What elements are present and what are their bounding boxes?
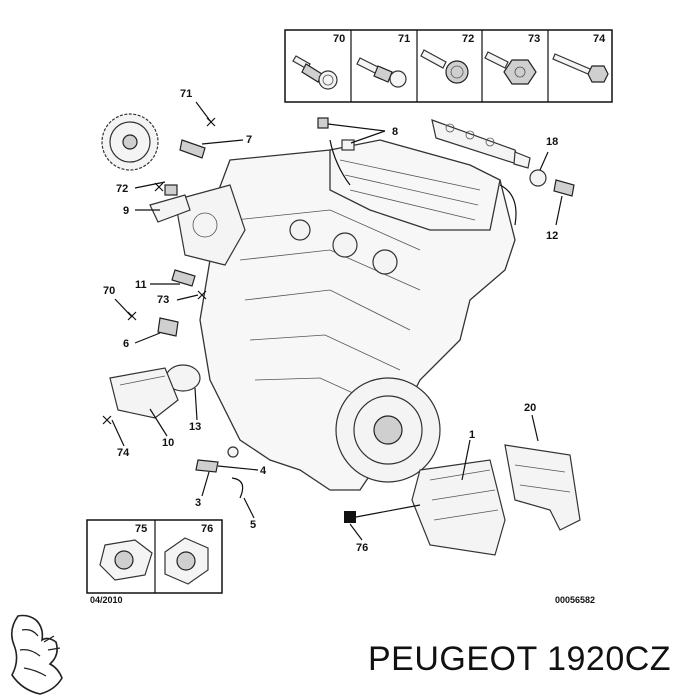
callout-5: 5: [250, 519, 256, 531]
nut-76: [164, 537, 209, 585]
fastener-legend-box: 70 71 72 73 74: [284, 29, 613, 103]
sensor-3-4: [195, 446, 244, 499]
callout-10: 10: [162, 437, 174, 449]
callout-1: 1: [469, 429, 475, 441]
o-ring-18: [529, 169, 547, 187]
diagram-code: 00056582: [555, 595, 595, 605]
sensor-6: [157, 317, 179, 337]
callout-6: 6: [123, 338, 129, 350]
callout-13: 13: [189, 421, 201, 433]
callout-76: 76: [356, 542, 368, 554]
callout-70-box: 70: [333, 33, 345, 45]
part-number: 1920CZ: [547, 640, 672, 678]
callout-74-box: 74: [593, 33, 606, 45]
callout-71: 71: [180, 88, 192, 100]
peugeot-lion-logo-icon: [10, 614, 63, 695]
brand-name: PEUGEOT: [368, 640, 538, 678]
timing-pulley: [101, 113, 159, 171]
callout-3: 3: [195, 497, 201, 509]
callout-75-box: 75: [135, 523, 147, 535]
callout-labels: 71 7 8 18 72 9 12 11 73 70 6 13 10 74 4 …: [103, 88, 558, 554]
callout-71-box: 71: [398, 33, 410, 45]
nut-75: [99, 539, 153, 581]
callout-20: 20: [524, 402, 536, 414]
fuel-rail: [431, 119, 531, 169]
callout-18: 18: [546, 136, 558, 148]
sensor-11: [171, 269, 196, 287]
callout-72: 72: [116, 183, 128, 195]
ecu-1: [411, 459, 506, 556]
screw-71: [356, 57, 407, 88]
screw-70: [292, 55, 338, 90]
sensor-7: [179, 139, 206, 159]
callout-73-box: 73: [528, 33, 540, 45]
callout-8: 8: [392, 126, 398, 138]
cover-10: [109, 367, 179, 419]
part-caption: PEUGEOT 1920CZ: [368, 640, 671, 679]
screw-74: [552, 53, 609, 83]
nut-76-marker: [344, 511, 356, 523]
callout-7: 7: [246, 134, 252, 146]
engine-block: [174, 139, 517, 491]
callout-73: 73: [157, 294, 169, 306]
ecu-bracket-20: [504, 444, 581, 531]
sensor-9: [149, 184, 191, 223]
leader-lines: [102, 101, 563, 541]
screw-73: [484, 51, 537, 85]
nut-legend-box: 75 76: [86, 519, 223, 594]
callout-70: 70: [103, 285, 115, 297]
callout-4: 4: [260, 465, 267, 477]
diagram-date: 04/2010: [90, 595, 123, 605]
callout-9: 9: [123, 205, 129, 217]
callout-74: 74: [117, 447, 130, 459]
sensor-8: [317, 117, 355, 151]
sensor-12: [553, 179, 575, 197]
callout-76-box: 76: [201, 523, 213, 535]
callout-12: 12: [546, 230, 558, 242]
screw-72: [420, 49, 469, 84]
callout-72-box: 72: [462, 33, 474, 45]
callout-11: 11: [135, 279, 147, 291]
